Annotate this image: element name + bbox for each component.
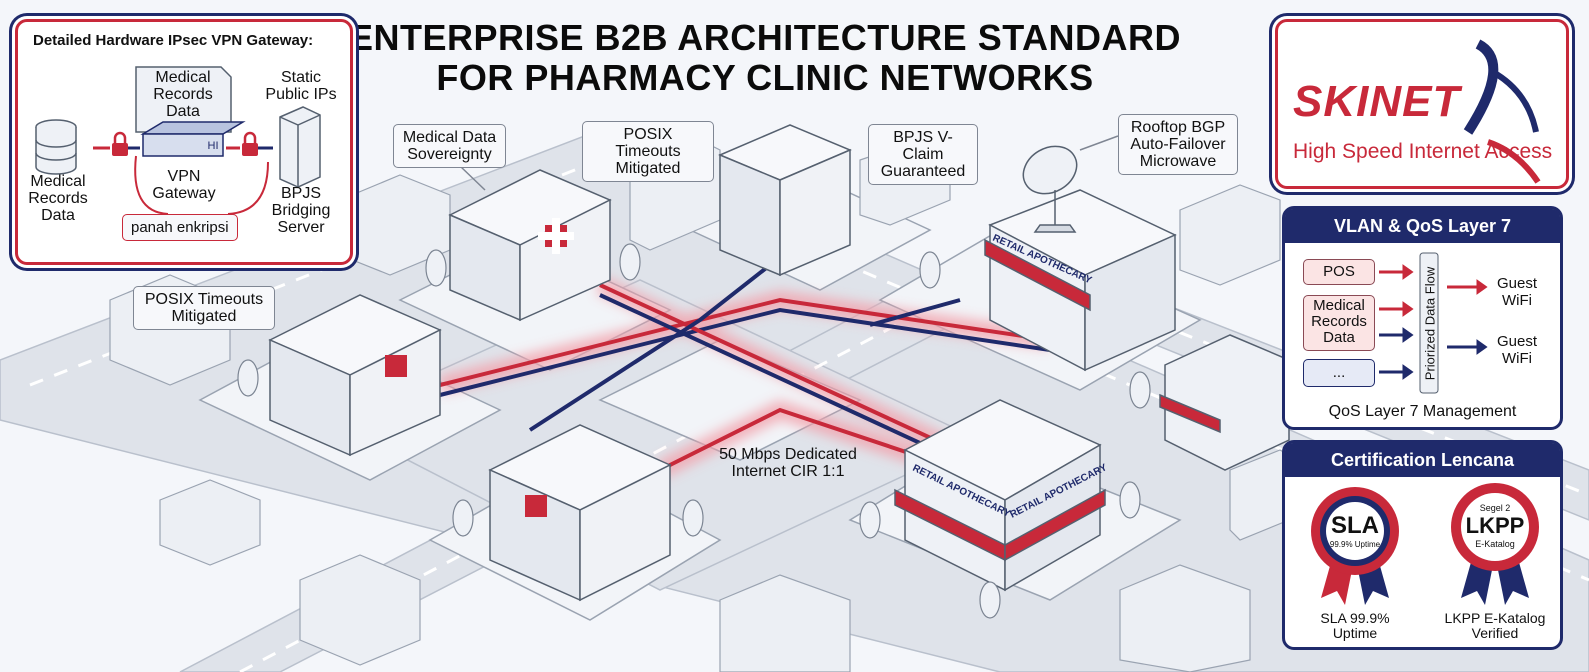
apothecary-upper	[984, 189, 1177, 372]
microwave-dish-icon	[1022, 145, 1078, 233]
callout-posix-left: POSIX Timeouts Mitigated	[133, 286, 275, 330]
sla-badge-icon	[1311, 487, 1399, 605]
clinic-top	[448, 169, 612, 322]
lkpp-badge-icon	[1451, 483, 1539, 605]
qos-footer: QoS Layer 7 Management	[1328, 403, 1517, 420]
vpn-device-icon	[140, 121, 246, 157]
encryption-arrows	[93, 146, 273, 215]
bpjs-server-label: BPJS Bridging Server	[271, 185, 331, 236]
static-ips-label: Static Public IPs	[265, 69, 337, 103]
qos-input-more: ...	[1303, 359, 1375, 387]
apothecary-lower	[894, 399, 1106, 592]
records-doc-label: Medical Records Data	[153, 69, 213, 120]
encryption-label: panah enkripsi	[122, 214, 238, 241]
office-top	[718, 124, 852, 277]
qos-flow-label: Priorized Data Flow	[1422, 266, 1438, 381]
cert-badges	[1311, 483, 1539, 605]
lkpp-badge-big: LKPP	[1465, 513, 1525, 538]
lkpp-badge-small: E-Katalog	[1475, 539, 1515, 549]
vpn-gateway-panel: Detailed Hardware IPsec VPN Gateway:	[15, 19, 353, 265]
qos-input-pos: POS	[1303, 259, 1375, 285]
callout-bandwidth: 50 Mbps Dedicated Internet CIR 1:1	[719, 446, 857, 480]
lock-icon	[112, 131, 258, 156]
gateway-diagram	[35, 66, 321, 215]
callout-data-sovereignty: Medical Data Sovereignty	[393, 124, 506, 168]
vpn-gateway-label: VPN Gateway	[152, 168, 216, 202]
medical-records-label: Medical Records Data	[28, 173, 88, 224]
callout-arrows	[459, 135, 1119, 191]
lkpp-badge-top: Segel 2	[1479, 503, 1511, 513]
trees	[237, 243, 1151, 619]
certification-panel: Certification Lencana SLA 99.9% Uptime S…	[1282, 440, 1563, 650]
server-icon	[279, 106, 321, 188]
skinet-logo-panel: SKINET High Speed Internet Access	[1275, 19, 1569, 189]
vpn-device-text: HI	[207, 140, 219, 152]
title-line-2: FOR PHARMACY CLINIC NETWORKS	[436, 57, 1094, 98]
sla-badge-big: SLA	[1331, 512, 1379, 539]
shop-right	[1159, 334, 1290, 471]
clinic-left	[268, 294, 442, 457]
qos-title: VLAN & QoS Layer 7	[1285, 209, 1560, 243]
brand-tagline: High Speed Internet Access	[1293, 140, 1553, 163]
lkpp-caption: LKPP E-Katalog Verified	[1444, 610, 1546, 641]
gateway-panel-title: Detailed Hardware IPsec VPN Gateway:	[33, 32, 314, 49]
cert-title: Certification Lencana	[1285, 443, 1560, 477]
callout-bpjs-vclaim: BPJS V-Claim Guaranteed	[868, 124, 978, 185]
clinic-bottom	[488, 424, 672, 602]
database-icon	[35, 119, 77, 175]
callout-microwave: Rooftop BGP Auto-Failover Microwave	[1118, 114, 1238, 175]
qos-input-medical: Medical Records Data	[1303, 295, 1375, 351]
qos-output-guest-2: Guest WiFi	[1496, 333, 1538, 367]
qos-output-guest-1: Guest WiFi	[1496, 275, 1538, 309]
sla-caption: SLA 99.9% Uptime	[1320, 610, 1390, 641]
sla-badge-small: 99.9% Uptime	[1329, 540, 1381, 549]
qos-flow-arrows	[1379, 252, 1488, 394]
brand-logo: SKINET	[1293, 77, 1461, 126]
page-title: ENTERPRISE B2B ARCHITECTURE STANDARD FOR…	[330, 18, 1200, 98]
title-line-1: ENTERPRISE B2B ARCHITECTURE STANDARD	[348, 17, 1182, 58]
satellite-icon	[1463, 39, 1541, 184]
document-icon	[135, 66, 232, 133]
callout-posix-top: POSIX Timeouts Mitigated	[582, 121, 714, 182]
qos-panel: VLAN & QoS Layer 7 POS Medical Records D…	[1282, 206, 1563, 430]
